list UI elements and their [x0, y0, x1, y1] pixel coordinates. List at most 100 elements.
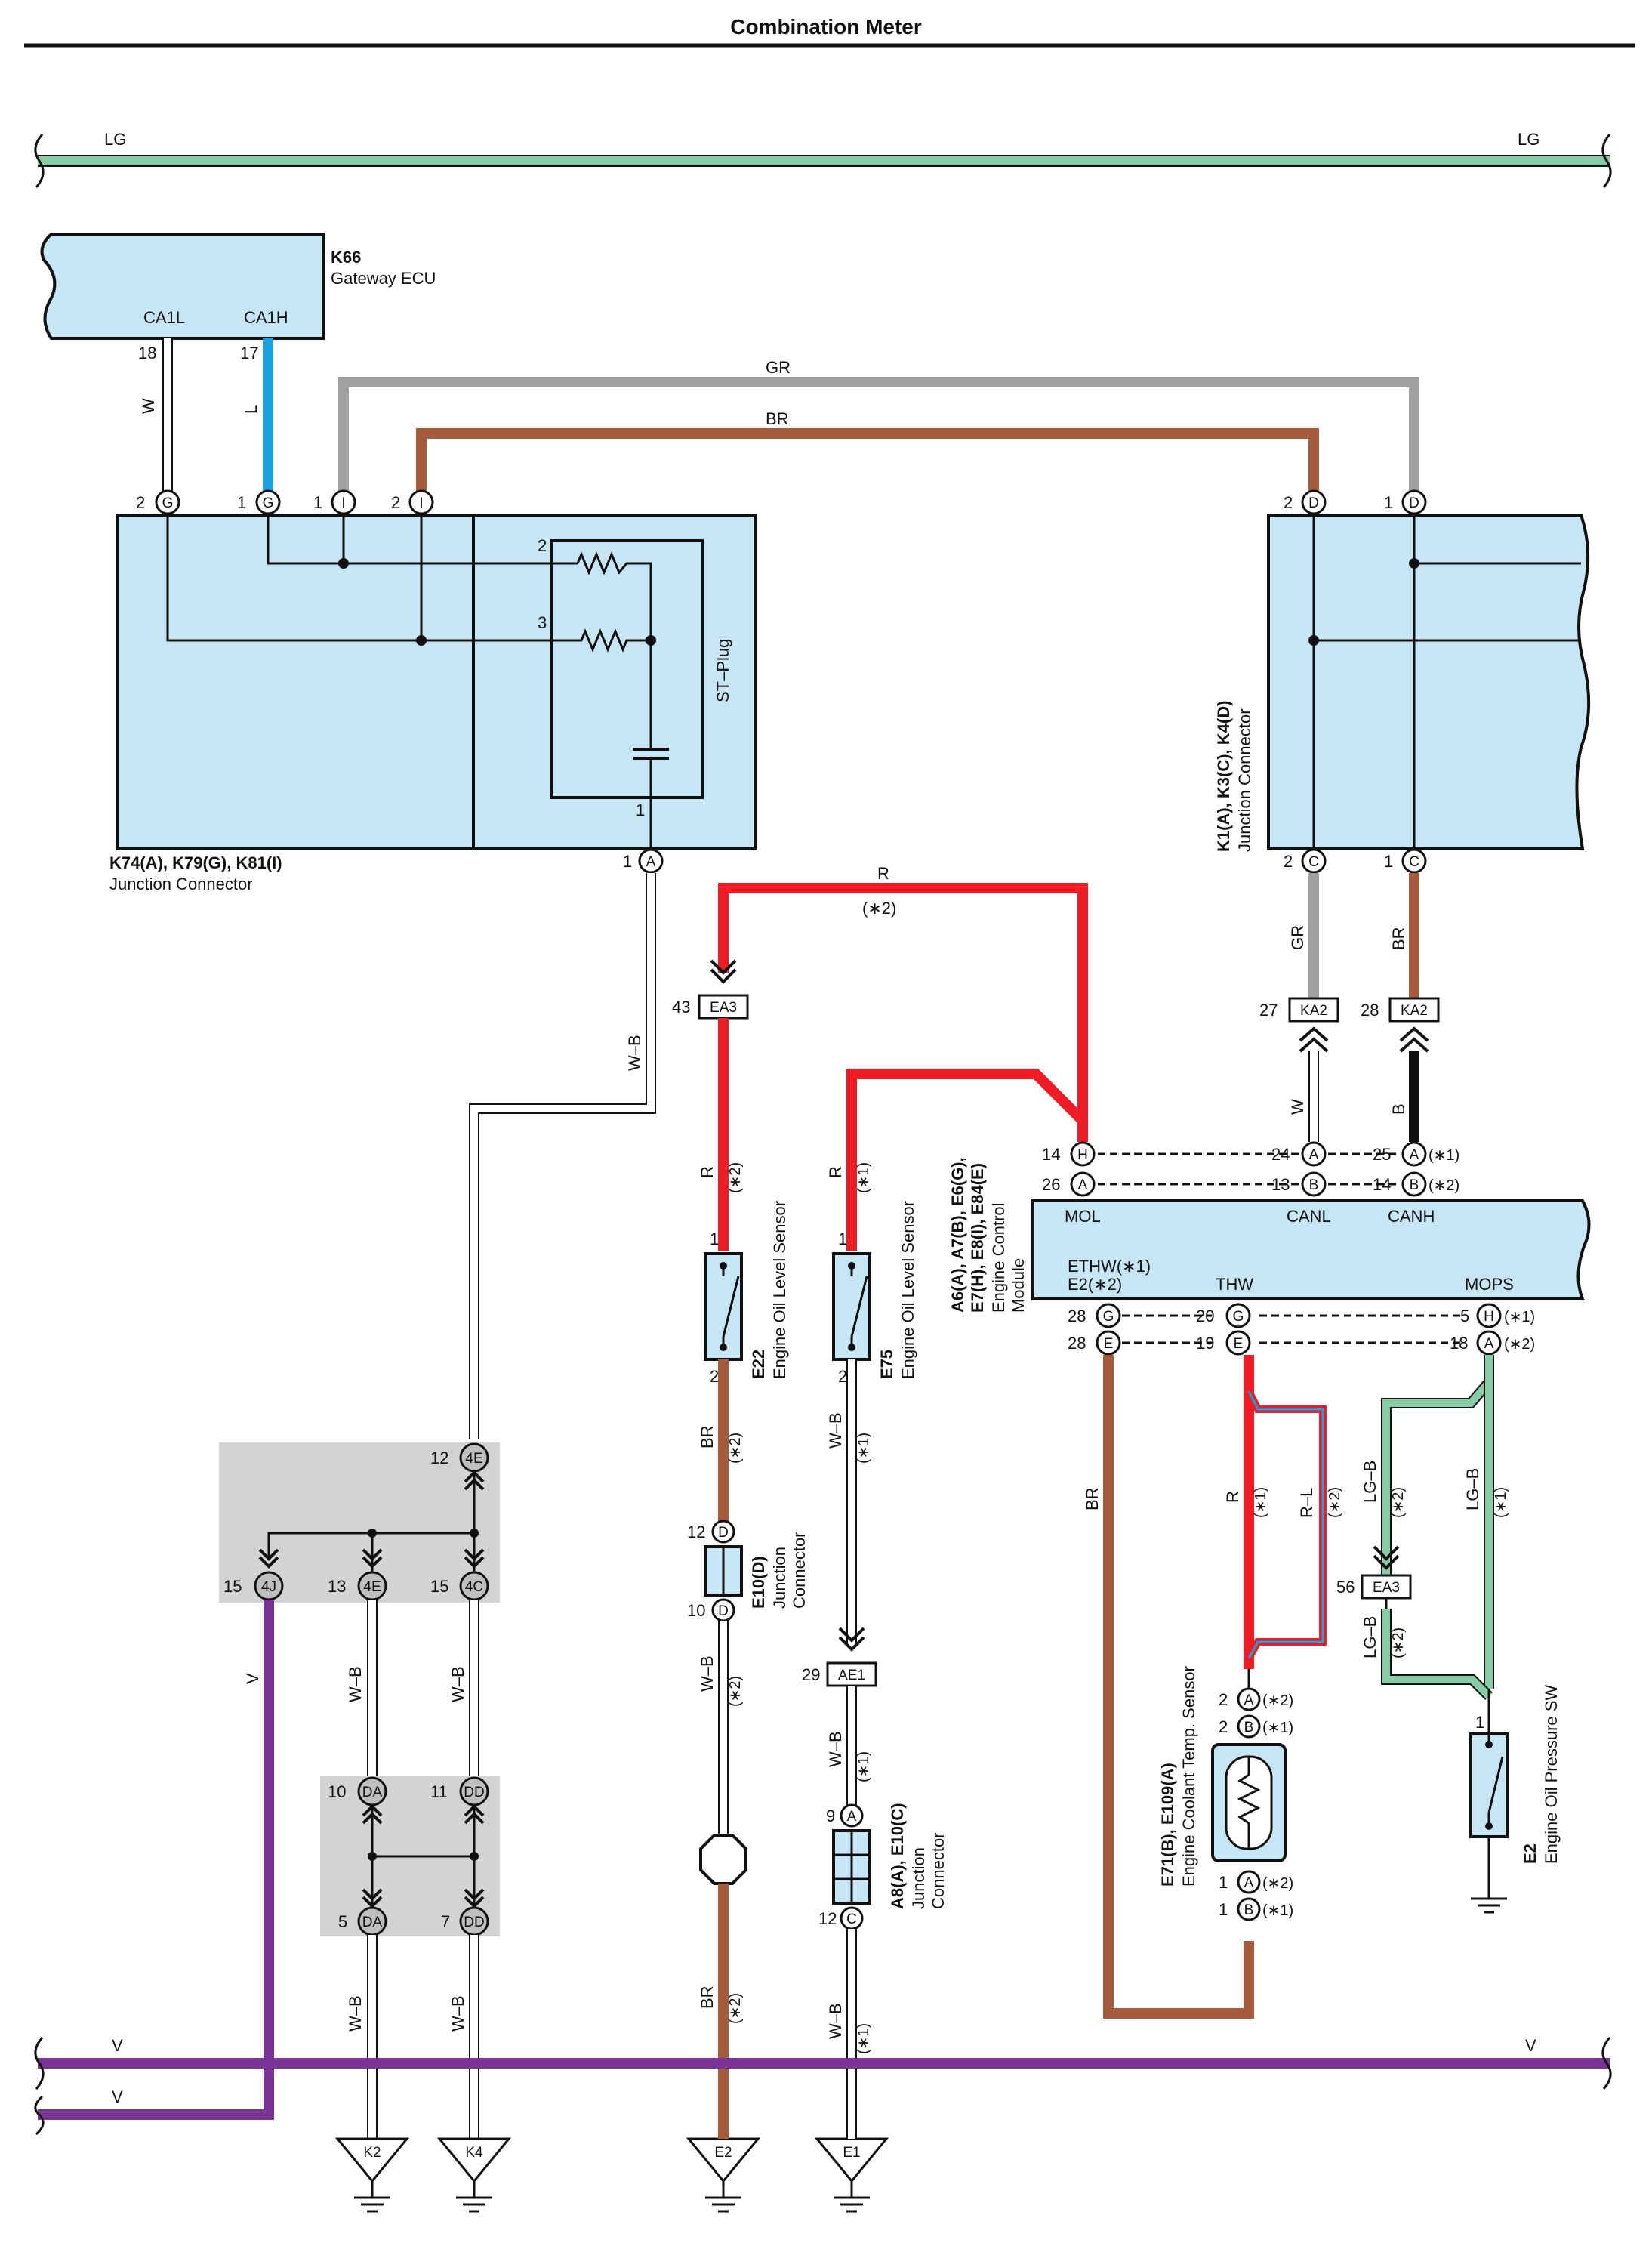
v-right-label: V [1525, 2036, 1536, 2055]
svg-text:R–L: R–L [1297, 1488, 1316, 1518]
pin-18: 18 [138, 344, 156, 363]
svg-text:R: R [698, 1166, 717, 1178]
svg-text:1: 1 [1475, 1713, 1484, 1732]
svg-text:E22: E22 [749, 1350, 768, 1379]
svg-text:D: D [718, 1525, 729, 1541]
svg-text:Engine Oil Pressure SW: Engine Oil Pressure SW [1542, 1685, 1561, 1864]
ecm-code: A6(A), A7(B), E6(G), [948, 1157, 967, 1313]
svg-text:9: 9 [826, 1806, 835, 1825]
junction-connector-left: 2 3 1 ST–Plug K74(A), K79(G), K81(I) Jun… [109, 514, 757, 893]
jc-left-name: Junction Connector [109, 875, 253, 893]
svg-text:BR: BR [698, 1425, 717, 1449]
svg-text:24: 24 [1271, 1145, 1290, 1164]
svg-text:1: 1 [710, 1229, 719, 1248]
svg-text:4C: 4C [465, 1579, 483, 1595]
svg-text:(∗1): (∗1) [855, 1162, 872, 1193]
svg-text:V: V [243, 1673, 262, 1684]
wire-l-label: L [242, 405, 260, 414]
wire-w-label: W [139, 398, 158, 414]
svg-text:DD: DD [464, 1914, 484, 1930]
lg-bus: LG LG [34, 130, 1612, 188]
lg-left-label: LG [104, 130, 126, 149]
svg-text:(∗2): (∗2) [727, 1993, 744, 2024]
svg-text:W–B: W–B [826, 1412, 845, 1449]
engine-control-module: A6(A), A7(B), E6(G), E7(H), E8(I), E84(E… [948, 1157, 1591, 1313]
octagon-splice [699, 1834, 747, 1885]
svg-text:C: C [1409, 854, 1419, 870]
svg-text:1: 1 [313, 493, 322, 512]
svg-text:DA: DA [362, 1785, 383, 1800]
svg-text:(∗2): (∗2) [1262, 1692, 1293, 1709]
svg-text:R: R [826, 1166, 845, 1178]
svg-text:(∗2): (∗2) [1429, 1177, 1459, 1194]
svg-text:1: 1 [1219, 1873, 1228, 1892]
svg-text:(∗1): (∗1) [1429, 1147, 1459, 1164]
svg-text:E2: E2 [1521, 1843, 1540, 1864]
svg-text:2: 2 [1219, 1717, 1228, 1736]
svg-text:H: H [1077, 1147, 1088, 1163]
svg-text:29: 29 [802, 1665, 820, 1684]
svg-text:Engine Oil Level Sensor: Engine Oil Level Sensor [770, 1201, 789, 1379]
svg-text:13: 13 [1271, 1175, 1290, 1194]
svg-text:28: 28 [1361, 1001, 1379, 1020]
svg-text:7: 7 [441, 1912, 450, 1931]
svg-text:E75: E75 [877, 1350, 896, 1379]
svg-text:4E: 4E [465, 1451, 482, 1467]
wire-b-ka2-label: B [1389, 1103, 1408, 1115]
svg-text:LG–B: LG–B [1463, 1468, 1482, 1510]
svg-text:E71(B), E109(A): E71(B), E109(A) [1158, 1763, 1177, 1887]
e10d-junction-connector: D 12 D 10 E10(D) Junction Connector [687, 1520, 809, 1622]
v-left-label: V [112, 2036, 123, 2055]
jc-right-pins: D 2 D 1 C 2 C 1 [1284, 489, 1427, 874]
svg-text:12: 12 [687, 1523, 705, 1541]
svg-text:11: 11 [430, 1782, 448, 1801]
svg-text:(∗2): (∗2) [1390, 1627, 1407, 1658]
svg-text:(∗1): (∗1) [1504, 1309, 1535, 1325]
svg-text:12: 12 [430, 1449, 448, 1467]
svg-text:G: G [1233, 1309, 1244, 1325]
svg-text:G: G [162, 495, 174, 511]
svg-text:G: G [263, 495, 274, 511]
svg-text:A: A [1244, 1692, 1254, 1708]
svg-text:10: 10 [687, 1601, 705, 1620]
v-bus: V V V [34, 2036, 1612, 2136]
svg-text:B: B [1309, 1177, 1319, 1193]
svg-text:E10(D): E10(D) [749, 1556, 768, 1609]
svg-text:BR: BR [1083, 1487, 1102, 1510]
svg-text:2: 2 [838, 1367, 847, 1386]
svg-text:2: 2 [710, 1367, 719, 1386]
svg-text:W–B: W–B [826, 1731, 845, 1767]
jc-left-code: K74(A), K79(G), K81(I) [109, 853, 282, 872]
wire-br-down-label: BR [1389, 927, 1408, 950]
svg-text:W–B: W–B [448, 1666, 467, 1702]
pin-17: 17 [240, 344, 258, 363]
svg-text:13: 13 [328, 1577, 346, 1596]
svg-text:15: 15 [223, 1577, 242, 1596]
svg-text:K4: K4 [465, 2145, 483, 2161]
svg-text:12: 12 [818, 1909, 837, 1928]
ka2-connector: KA2 27 KA2 28 [1259, 997, 1440, 1053]
svg-text:1: 1 [237, 493, 246, 512]
jc-right-code: K1(A), K3(C), K4(D) [1214, 701, 1233, 852]
svg-text:5: 5 [1460, 1307, 1469, 1325]
svg-text:2: 2 [1219, 1690, 1228, 1709]
svg-text:2: 2 [1284, 852, 1293, 871]
svg-text:1: 1 [623, 852, 632, 871]
svg-text:28: 28 [1068, 1334, 1086, 1353]
ecm-ethw: ETHW(∗1) [1068, 1257, 1151, 1276]
ae1-connector: AE1 29 [802, 1661, 877, 1687]
svg-text:4J: 4J [261, 1579, 276, 1595]
svg-text:W–B: W–B [448, 1995, 467, 2032]
svg-text:D: D [718, 1603, 729, 1619]
lg-right-label: LG [1518, 130, 1540, 149]
st-plug-pin-3: 3 [538, 613, 547, 632]
red-top-note: (∗2) [862, 899, 896, 918]
svg-text:1: 1 [1219, 1900, 1228, 1919]
svg-text:E: E [1234, 1336, 1244, 1352]
svg-text:2: 2 [391, 493, 400, 512]
svg-text:(∗2): (∗2) [727, 1162, 744, 1193]
svg-text:19: 19 [1196, 1334, 1214, 1353]
svg-text:25: 25 [1373, 1145, 1391, 1164]
svg-text:R: R [1223, 1491, 1242, 1503]
pin-ca1h: CA1H [244, 308, 288, 327]
